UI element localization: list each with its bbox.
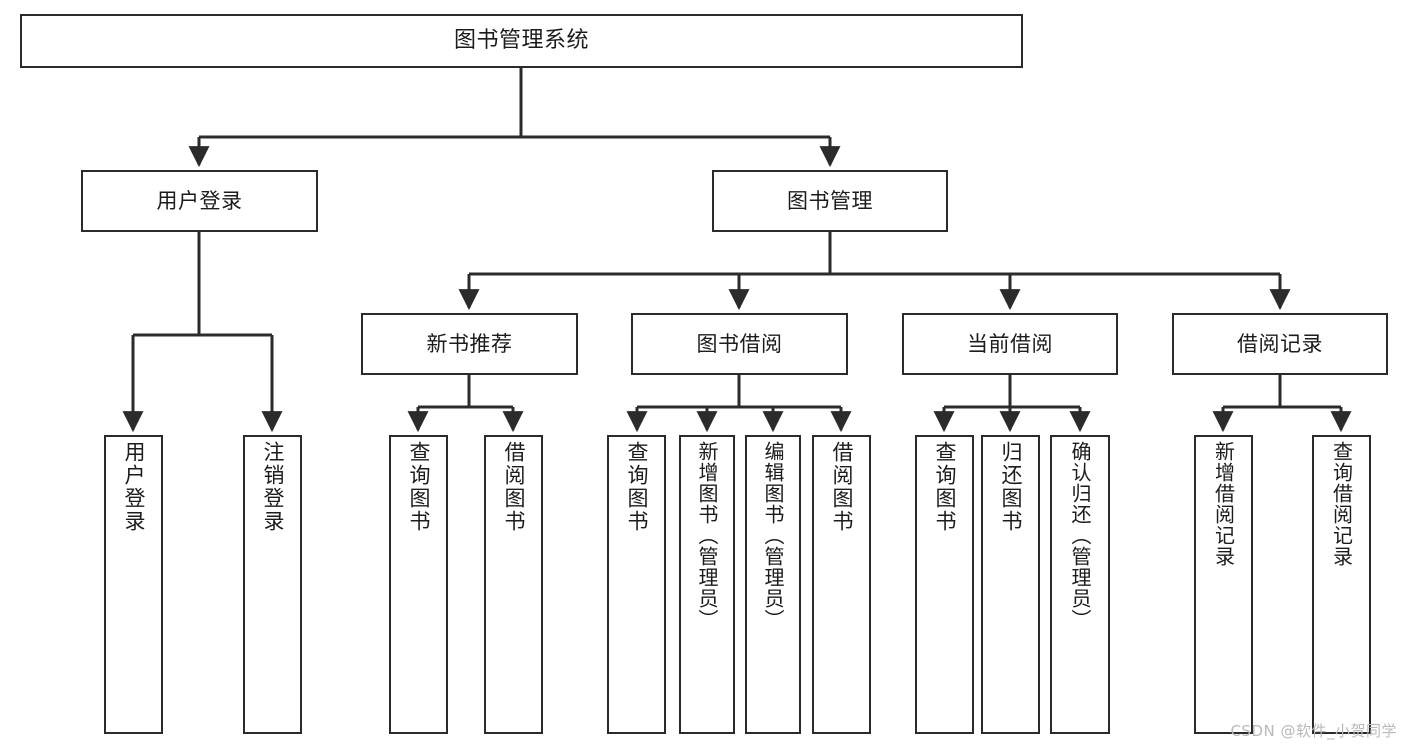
node-leaf-borrow-book-1-label: 借阅图书 (502, 441, 526, 533)
node-leaf-confirm-return-admin-label: 确认归还（管理员） (1068, 441, 1092, 630)
node-leaf-add-book-admin-label: 新增图书（管理员） (695, 441, 719, 630)
node-leaf-query-book-1[interactable]: 查询图书 (389, 435, 448, 734)
node-leaf-confirm-return-admin[interactable]: 确认归还（管理员） (1050, 435, 1110, 734)
node-leaf-user-login-label: 用户登录 (122, 441, 146, 533)
node-user-login-label: 用户登录 (156, 188, 243, 213)
node-leaf-edit-book-admin[interactable]: 编辑图书（管理员） (745, 435, 801, 734)
node-leaf-query-book-2-label: 查询图书 (625, 441, 649, 533)
node-leaf-add-borrow-record-label: 新增借阅记录 (1211, 441, 1236, 567)
node-borrow-record[interactable]: 借阅记录 (1172, 313, 1388, 375)
node-book-manage[interactable]: 图书管理 (712, 170, 948, 232)
node-leaf-add-borrow-record[interactable]: 新增借阅记录 (1194, 435, 1253, 734)
node-root-label: 图书管理系统 (453, 28, 589, 54)
node-leaf-return-book-label: 归还图书 (999, 441, 1023, 533)
node-book-manage-label: 图书管理 (787, 188, 873, 213)
node-leaf-edit-book-admin-label: 编辑图书（管理员） (761, 441, 785, 630)
node-leaf-query-book-1-label: 查询图书 (407, 441, 431, 533)
node-borrow-record-label: 借阅记录 (1237, 331, 1323, 356)
node-new-book-recommend-label: 新书推荐 (426, 331, 513, 356)
node-new-book-recommend[interactable]: 新书推荐 (361, 313, 578, 375)
node-current-borrow[interactable]: 当前借阅 (902, 313, 1118, 375)
node-leaf-query-borrow-record-label: 查询借阅记录 (1329, 441, 1354, 567)
node-leaf-borrow-book-2-label: 借阅图书 (830, 441, 854, 533)
node-leaf-logout-login[interactable]: 注销登录 (243, 435, 302, 734)
node-leaf-logout-login-label: 注销登录 (261, 441, 285, 533)
node-leaf-query-book-2[interactable]: 查询图书 (607, 435, 666, 734)
node-leaf-add-book-admin[interactable]: 新增图书（管理员） (679, 435, 735, 734)
node-current-borrow-label: 当前借阅 (967, 331, 1053, 356)
node-book-borrow[interactable]: 图书借阅 (631, 313, 848, 375)
node-leaf-borrow-book-2[interactable]: 借阅图书 (812, 435, 871, 734)
node-leaf-query-book-3[interactable]: 查询图书 (915, 435, 974, 734)
node-leaf-return-book[interactable]: 归还图书 (981, 435, 1040, 734)
node-user-login[interactable]: 用户登录 (81, 170, 318, 232)
watermark: CSDN @软件_小贺同学 (1230, 722, 1397, 740)
node-root[interactable]: 图书管理系统 (20, 14, 1023, 68)
node-leaf-query-book-3-label: 查询图书 (933, 441, 957, 533)
node-leaf-query-borrow-record[interactable]: 查询借阅记录 (1312, 435, 1371, 734)
node-leaf-user-login[interactable]: 用户登录 (104, 435, 163, 734)
node-book-borrow-label: 图书借阅 (696, 331, 783, 356)
node-leaf-borrow-book-1[interactable]: 借阅图书 (484, 435, 543, 734)
